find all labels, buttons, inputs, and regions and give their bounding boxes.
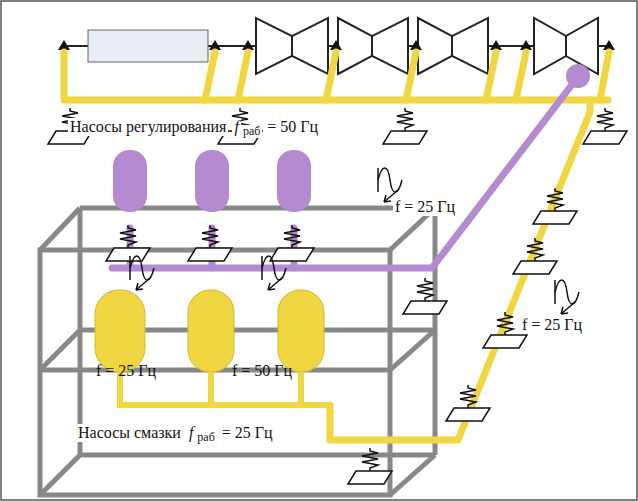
spring-pad <box>483 335 527 348</box>
sine-wave <box>130 256 154 280</box>
spring <box>417 278 433 301</box>
spring-pad <box>446 408 490 421</box>
frequency-symbol: f <box>187 424 195 442</box>
frequency-subscript: раб <box>241 125 262 138</box>
bearings <box>58 40 615 50</box>
spring-pad <box>106 248 150 261</box>
lube-pumps <box>95 290 324 372</box>
spring <box>202 225 218 248</box>
sine-wave <box>262 256 286 280</box>
spring-pad <box>513 261 557 274</box>
spring <box>547 188 563 211</box>
spring-pad <box>188 248 232 261</box>
frequency-value: = 50 Гц <box>265 118 320 136</box>
generator <box>88 30 208 62</box>
spring-pad <box>533 211 577 224</box>
spring <box>362 448 378 471</box>
spring <box>497 312 513 335</box>
pump-group-caption: Насосы регулирования <box>68 118 228 136</box>
spring-pad <box>583 131 627 144</box>
sine-wave <box>378 168 402 192</box>
control-pumps <box>113 150 311 212</box>
vibration-icons <box>130 168 579 314</box>
spring <box>597 108 613 131</box>
wave-arrow <box>136 278 150 290</box>
pump-group-caption: Насосы смазки <box>76 424 183 442</box>
sine-wave <box>555 280 579 304</box>
pump-frame <box>40 208 435 495</box>
spring-pad <box>348 471 392 484</box>
control-oil-pipe <box>112 82 574 268</box>
frequency-value: = 25 Гц <box>220 424 275 442</box>
control-oil-tank <box>566 64 590 88</box>
turbine-cylinders <box>256 18 598 74</box>
spring <box>397 108 413 131</box>
spring-pad <box>383 131 427 144</box>
lube-oil-pipe <box>64 52 609 440</box>
spring <box>527 238 543 261</box>
wave-arrow <box>561 302 575 314</box>
wave-arrow <box>268 278 282 290</box>
vibration-frequency: f = 25 Гц <box>520 316 584 334</box>
spring-supports <box>48 108 627 484</box>
spring-pad <box>403 301 447 314</box>
spring <box>460 385 476 408</box>
vibration-frequency: f = 25 Гц <box>96 362 156 380</box>
frequency-symbol: f <box>232 118 240 136</box>
frequency-subscript: раб <box>195 431 216 444</box>
spring <box>284 225 300 248</box>
spring-pad <box>270 248 314 261</box>
vibration-frequency: f = 25 Гц <box>393 198 457 216</box>
vibration-frequency: f = 50 Гц <box>232 362 292 380</box>
spring <box>120 225 136 248</box>
